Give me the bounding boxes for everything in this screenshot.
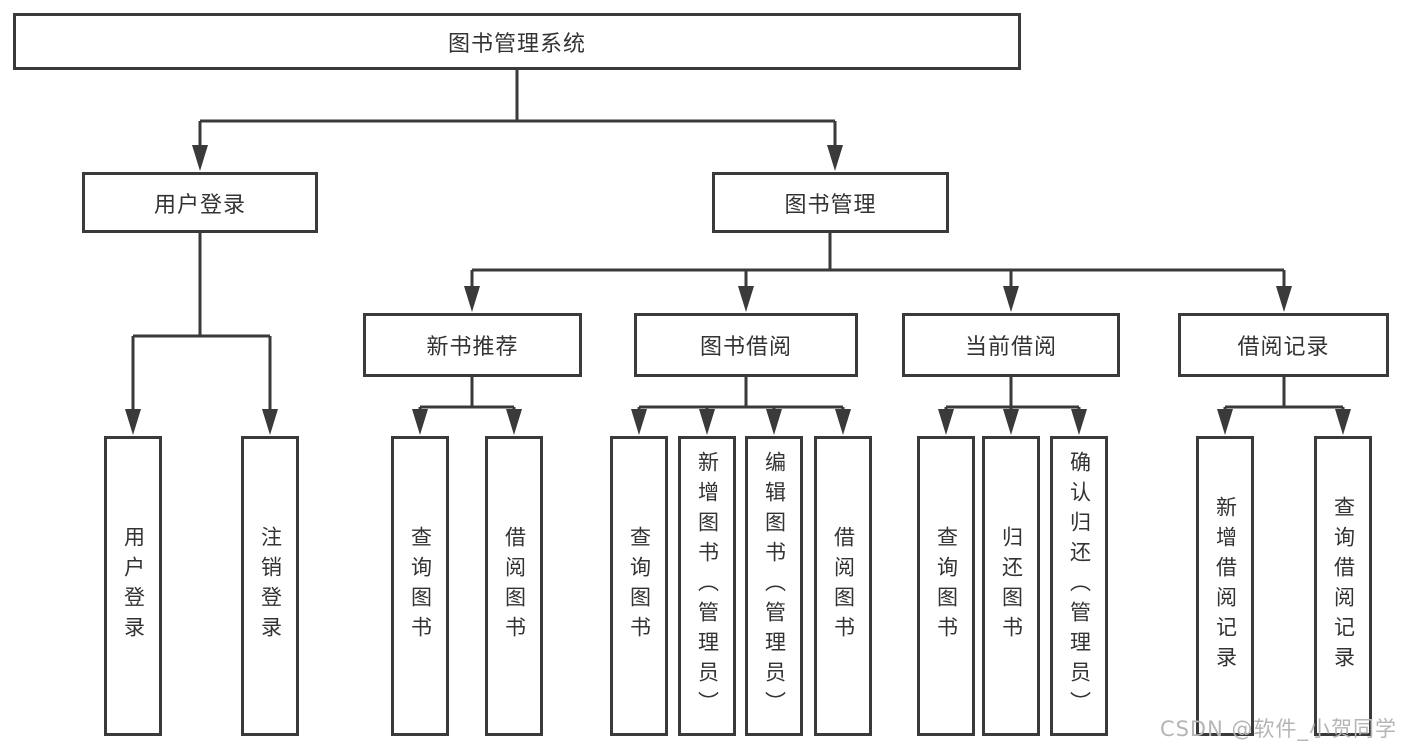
leaf-label: 查询图书 bbox=[627, 526, 652, 646]
leaf-add-books-admin: 新增图书（管理员） bbox=[678, 436, 736, 736]
node-label: 图书借阅 bbox=[699, 335, 792, 360]
leaf-return-books: 归还图书 bbox=[982, 436, 1040, 736]
node-current-borrowing: 当前借阅 bbox=[902, 313, 1120, 377]
leaf-label: 注销登录 bbox=[258, 526, 283, 646]
leaf-label: 新增借阅记录 bbox=[1213, 496, 1238, 676]
leaf-label: 查询图书 bbox=[934, 526, 959, 646]
leaf-label: 新增图书（管理员） bbox=[695, 451, 720, 721]
node-book-borrowing: 图书借阅 bbox=[634, 313, 858, 377]
tree-edges bbox=[131, 70, 1345, 410]
leaf-label: 归还图书 bbox=[999, 526, 1024, 646]
leaf-label: 确认归还（管理员） bbox=[1067, 451, 1092, 721]
node-label: 用户登录 bbox=[153, 192, 246, 218]
node-label: 图书管理系统 bbox=[447, 31, 586, 57]
leaf-user-login: 用户登录 bbox=[104, 436, 162, 736]
node-borrowing-records: 借阅记录 bbox=[1178, 313, 1389, 377]
node-label: 借阅记录 bbox=[1237, 335, 1330, 360]
leaf-label: 借阅图书 bbox=[502, 526, 527, 646]
leaf-borrow-books: 借阅图书 bbox=[814, 436, 872, 736]
node-user-login: 用户登录 bbox=[82, 172, 318, 233]
node-book-management: 图书管理 bbox=[712, 172, 949, 233]
node-new-book-recommendation: 新书推荐 bbox=[363, 313, 582, 377]
watermark: CSDN @软件_小贺同学 bbox=[1159, 717, 1397, 741]
arrowheads bbox=[125, 145, 1351, 435]
leaf-confirm-return-admin: 确认归还（管理员） bbox=[1050, 436, 1108, 736]
node-label: 当前借阅 bbox=[964, 335, 1057, 360]
leaf-label: 查询借阅记录 bbox=[1331, 496, 1356, 676]
node-label: 新书推荐 bbox=[426, 335, 519, 360]
leaf-query-books-current: 查询图书 bbox=[917, 436, 975, 736]
leaf-query-books-borrow: 查询图书 bbox=[610, 436, 668, 736]
leaf-query-books-recommend: 查询图书 bbox=[391, 436, 449, 736]
leaf-label: 查询图书 bbox=[408, 526, 433, 646]
leaf-logout: 注销登录 bbox=[241, 436, 299, 736]
leaf-edit-books-admin: 编辑图书（管理员） bbox=[745, 436, 803, 736]
leaf-add-borrow-record: 新增借阅记录 bbox=[1196, 436, 1254, 736]
leaf-label: 借阅图书 bbox=[831, 526, 856, 646]
node-label: 图书管理 bbox=[784, 192, 877, 218]
node-library-system: 图书管理系统 bbox=[13, 13, 1021, 70]
leaf-borrow-books-recommend: 借阅图书 bbox=[485, 436, 543, 736]
leaf-query-borrow-record: 查询借阅记录 bbox=[1314, 436, 1372, 736]
leaf-label: 用户登录 bbox=[121, 526, 146, 646]
leaf-label: 编辑图书（管理员） bbox=[762, 451, 787, 721]
